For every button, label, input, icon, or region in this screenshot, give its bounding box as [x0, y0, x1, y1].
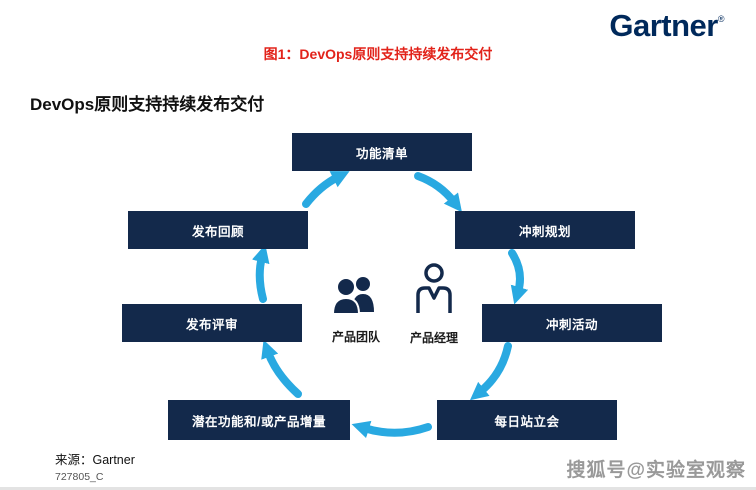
arrow-planning-to-activity [508, 249, 529, 305]
arrow-standup-to-increment [351, 420, 432, 439]
arrow-feature-to-planning [414, 172, 462, 213]
figure-caption: 图1：DevOps原则支持持续发布交付 [263, 46, 493, 62]
product-team-icon [331, 277, 374, 315]
page-title: DevOps原则支持持续发布交付 [30, 95, 265, 114]
arrow-retro-to-feature [302, 171, 350, 208]
product-team-label: 产品团队 [331, 330, 380, 344]
node-sprint-activity: 冲刺活动 [482, 304, 662, 342]
bottom-divider [0, 487, 756, 490]
node-product-increment: 潜在功能和/或产品增量 [168, 400, 350, 440]
product-manager-icon [416, 263, 452, 313]
node-release-review: 发布评审 [122, 304, 302, 342]
arrow-increment-to-review [261, 339, 302, 398]
node-sprint-planning: 冲刺规划 [455, 211, 635, 249]
document-id: 727805_C [55, 471, 104, 483]
gartner-logo: Gartner® [609, 8, 724, 44]
arrow-review-to-retro [252, 244, 270, 303]
product-manager-figure: 产品经理 [400, 263, 468, 346]
product-team-figure: 产品团队 [322, 272, 390, 345]
node-daily-standup: 每日站立会 [437, 400, 617, 440]
registered-mark: ® [717, 14, 725, 24]
node-release-retrospective: 发布回顾 [128, 211, 308, 249]
gartner-logo-text: Gartner [609, 8, 718, 43]
node-feature-list: 功能清单 [292, 133, 472, 171]
arrow-activity-to-standup [469, 342, 512, 401]
product-manager-label: 产品经理 [409, 331, 458, 345]
watermark: 搜狐号@实验室观察 [566, 460, 746, 481]
source-note: 来源：Gartner [55, 453, 135, 467]
